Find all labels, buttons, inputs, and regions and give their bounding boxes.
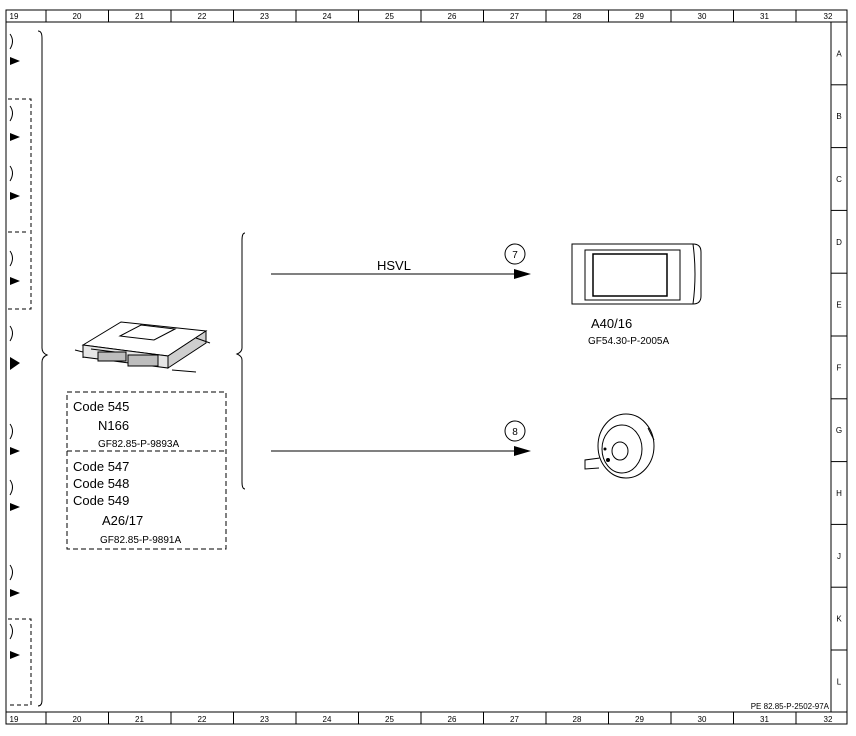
column-label-21: 21 [135, 12, 144, 21]
right-brace [235, 232, 246, 490]
column-label-20: 20 [73, 715, 82, 724]
ref-gf82-9893a-label: GF82.85-P-9893A [98, 439, 179, 450]
code-547-label: Code 547 [73, 459, 129, 474]
row-label-E: E [836, 301, 841, 310]
row-ticks [831, 84, 847, 651]
left-edge-arrows [10, 57, 20, 659]
column-label-28: 28 [573, 12, 582, 21]
row-label-H: H [836, 489, 842, 498]
footer-reference: PE 82.85-P-2502-97A [751, 702, 830, 711]
row-labels: A B C D E F G H J K L [836, 49, 842, 686]
left-edge-dashed-boxes [8, 98, 32, 706]
ref-gf82-9891a-label: GF82.85-P-9891A [100, 535, 181, 546]
row-label-J: J [837, 552, 841, 561]
connector-8-circle [504, 420, 526, 442]
column-labels-bottom: 19 20 21 22 23 24 25 26 27 28 29 30 31 32 [10, 715, 833, 724]
code-548-label: Code 548 [73, 476, 129, 491]
column-label-23: 23 [260, 715, 269, 724]
column-label-27: 27 [510, 715, 519, 724]
row-label-B: B [836, 112, 841, 121]
column-label-24: 24 [323, 715, 332, 724]
column-label-26: 26 [448, 12, 457, 21]
row-label-A: A [836, 49, 842, 58]
signal-lines [271, 273, 518, 452]
column-label-32: 32 [824, 12, 833, 21]
column-label-27: 27 [510, 12, 519, 21]
display-unit-icon [571, 243, 702, 305]
column-label-31: 31 [760, 12, 769, 21]
column-label-20: 20 [73, 12, 82, 21]
column-labels-top: 19 20 21 22 23 24 25 26 27 28 29 30 31 32 [10, 12, 833, 21]
column-label-28: 28 [573, 715, 582, 724]
control-unit-module-icon [74, 321, 211, 373]
column-label-26: 26 [448, 715, 457, 724]
column-label-23: 23 [260, 12, 269, 21]
column-label-19: 19 [10, 715, 19, 724]
ref-gf54-2005a-label: GF54.30-P-2005A [588, 336, 669, 347]
connector-8-label: 8 [512, 427, 518, 438]
row-label-K: K [836, 615, 842, 624]
column-label-25: 25 [385, 715, 394, 724]
signal-arrowheads [514, 269, 531, 456]
code-549-label: Code 549 [73, 493, 129, 508]
column-label-29: 29 [635, 12, 644, 21]
column-label-24: 24 [323, 12, 332, 21]
code-boxes [66, 391, 227, 550]
column-label-32: 32 [824, 715, 833, 724]
column-label-31: 31 [760, 715, 769, 724]
component-a40-16-label: A40/16 [591, 316, 632, 331]
component-a26-17-label: A26/17 [102, 513, 143, 528]
row-label-G: G [836, 426, 842, 435]
diagram-frame [5, 9, 848, 725]
round-component-icon [584, 413, 655, 479]
column-label-19: 19 [10, 12, 19, 21]
connector-7-circle [504, 243, 526, 265]
row-label-D: D [836, 238, 842, 247]
connector-7-label: 7 [512, 250, 518, 261]
column-ticks [45, 10, 797, 724]
column-label-25: 25 [385, 12, 394, 21]
column-label-30: 30 [698, 12, 707, 21]
column-label-22: 22 [198, 715, 207, 724]
column-label-21: 21 [135, 715, 144, 724]
row-label-F: F [837, 363, 842, 372]
code-545-label: Code 545 [73, 399, 129, 414]
component-n166-label: N166 [98, 418, 129, 433]
column-label-29: 29 [635, 715, 644, 724]
signal-label: HSVL [377, 258, 411, 273]
row-label-L: L [837, 677, 842, 686]
column-label-30: 30 [698, 715, 707, 724]
column-label-22: 22 [198, 12, 207, 21]
left-brace [37, 30, 49, 707]
left-edge-symbols [9, 33, 13, 640]
row-label-C: C [836, 175, 842, 184]
